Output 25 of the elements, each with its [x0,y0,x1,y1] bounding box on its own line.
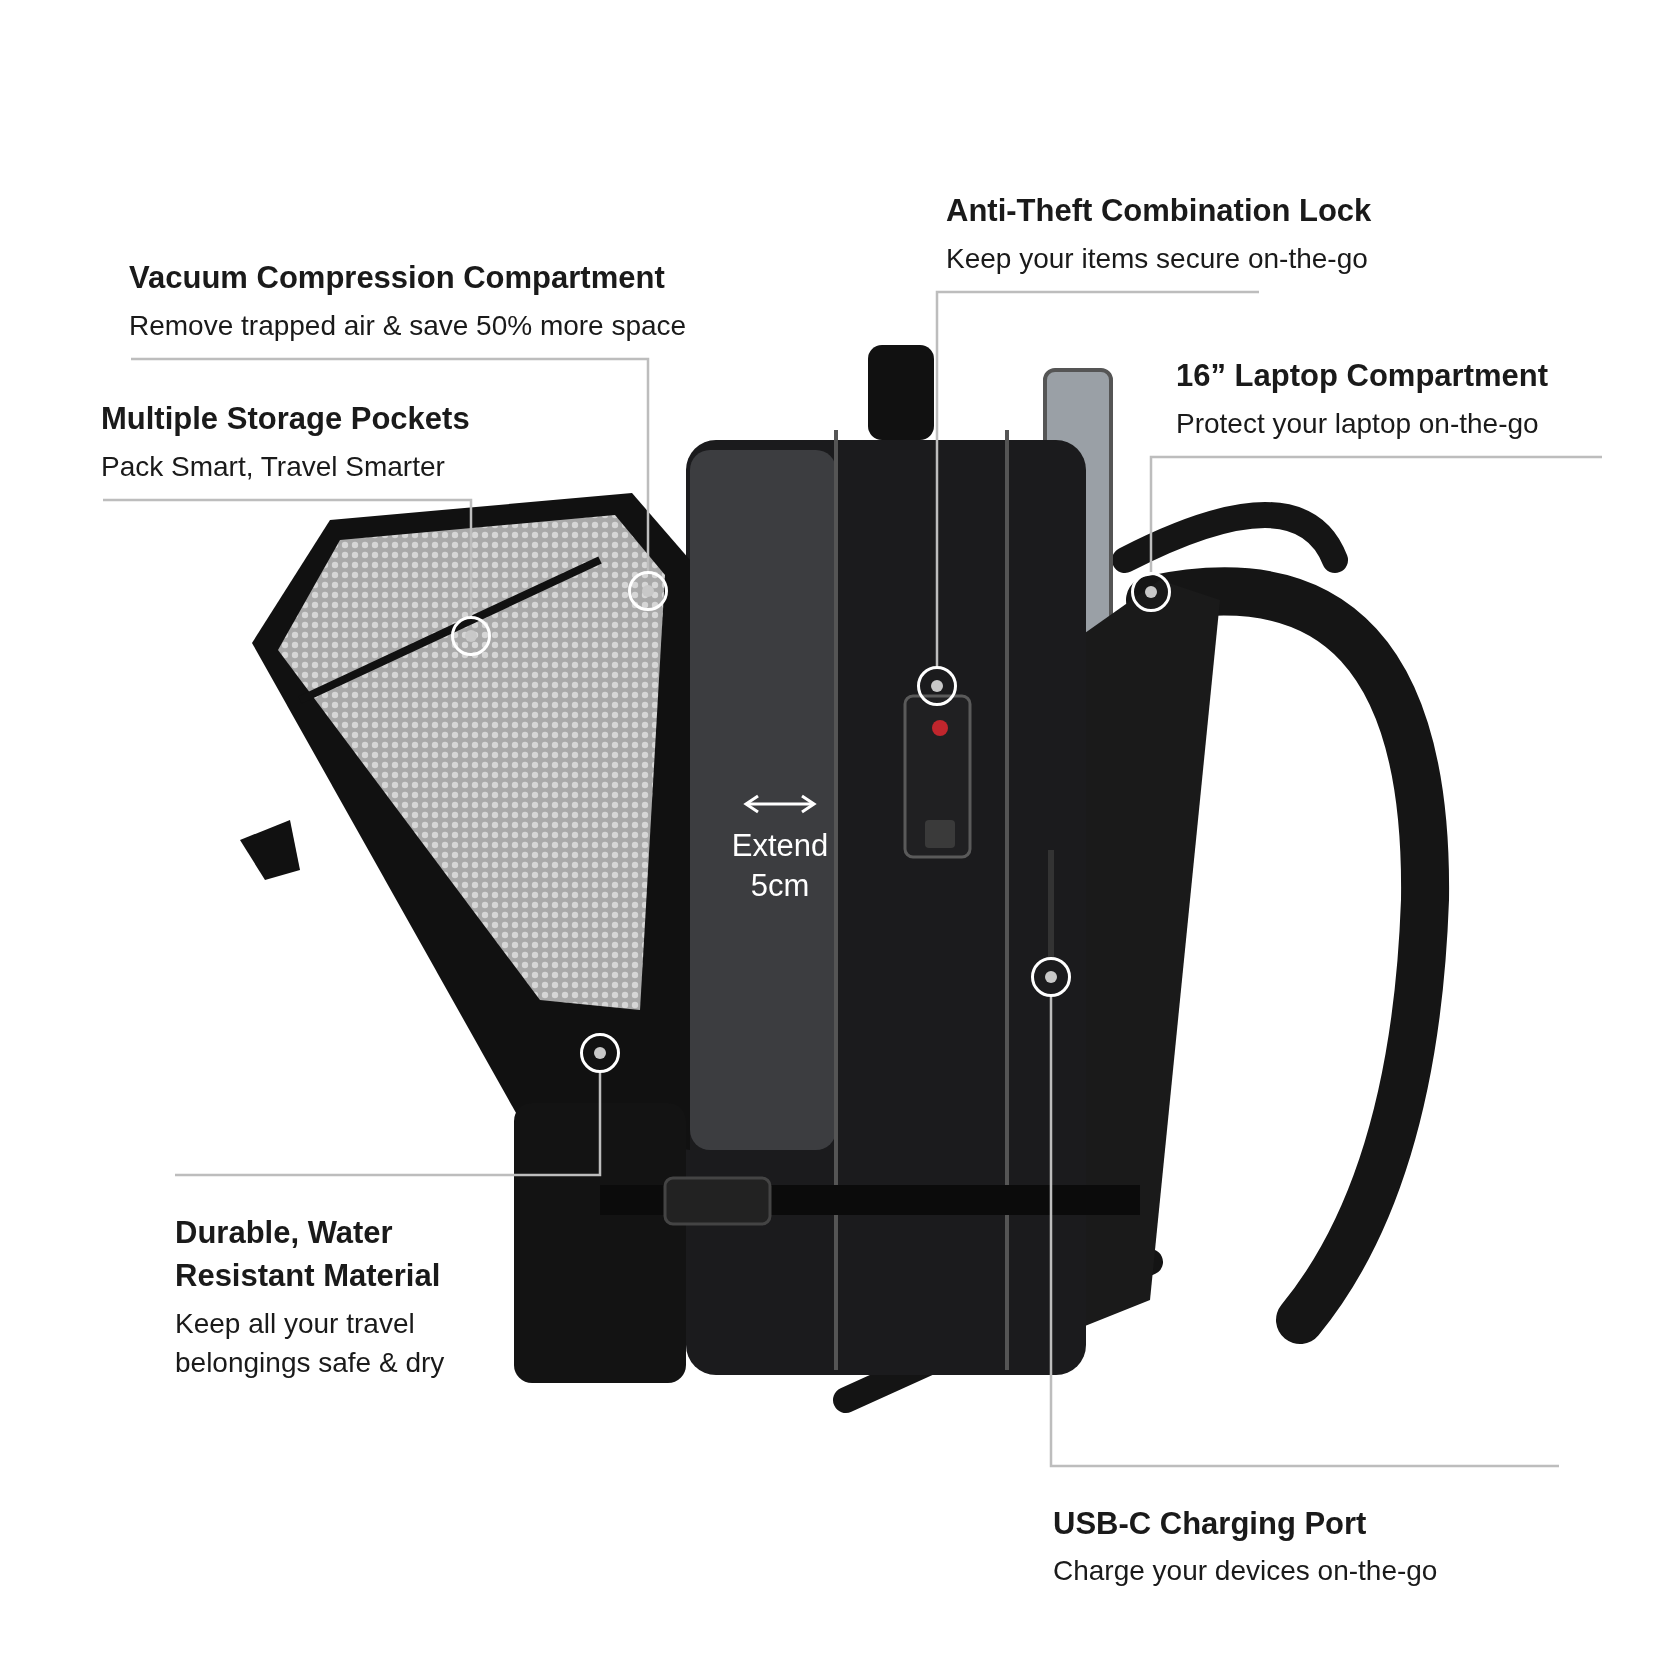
feature-heading: USB-C Charging Port [1053,1505,1368,1543]
dimension-label: Extend 5cm [730,827,830,906]
leader-line [935,290,1259,666]
feature-description: Keep all your travel belongings safe & dry [175,1306,446,1380]
feature-description: Keep your items secure on-the-go [946,241,1369,276]
feature-description: Pack Smart, Travel Smarter [101,449,446,484]
feature-heading: Vacuum Compression Compartment [129,259,666,298]
feature-heading: Durable, Water Resistant Material [175,1214,442,1296]
callout-marker [451,616,491,656]
callout-marker [917,666,957,706]
leader-line [103,498,473,616]
callout-marker [1131,572,1171,612]
feature-description: Charge your devices on-the-go [1053,1554,1439,1589]
leader-line [175,1073,602,1177]
feature-heading: Multiple Storage Pockets [101,400,471,439]
feature-description: Protect your laptop on-the-go [1176,406,1540,441]
leader-line [131,357,650,571]
feature-description: Remove trapped air & save 50% more space [129,308,688,343]
leader-line [1049,997,1559,1468]
callout-marker [1031,957,1071,997]
feature-heading: Anti-Theft Combination Lock [946,192,1373,231]
leader-line [1149,455,1602,572]
callout-marker [580,1033,620,1073]
feature-heading: 16” Laptop Compartment [1176,357,1550,396]
callout-marker [628,571,668,611]
